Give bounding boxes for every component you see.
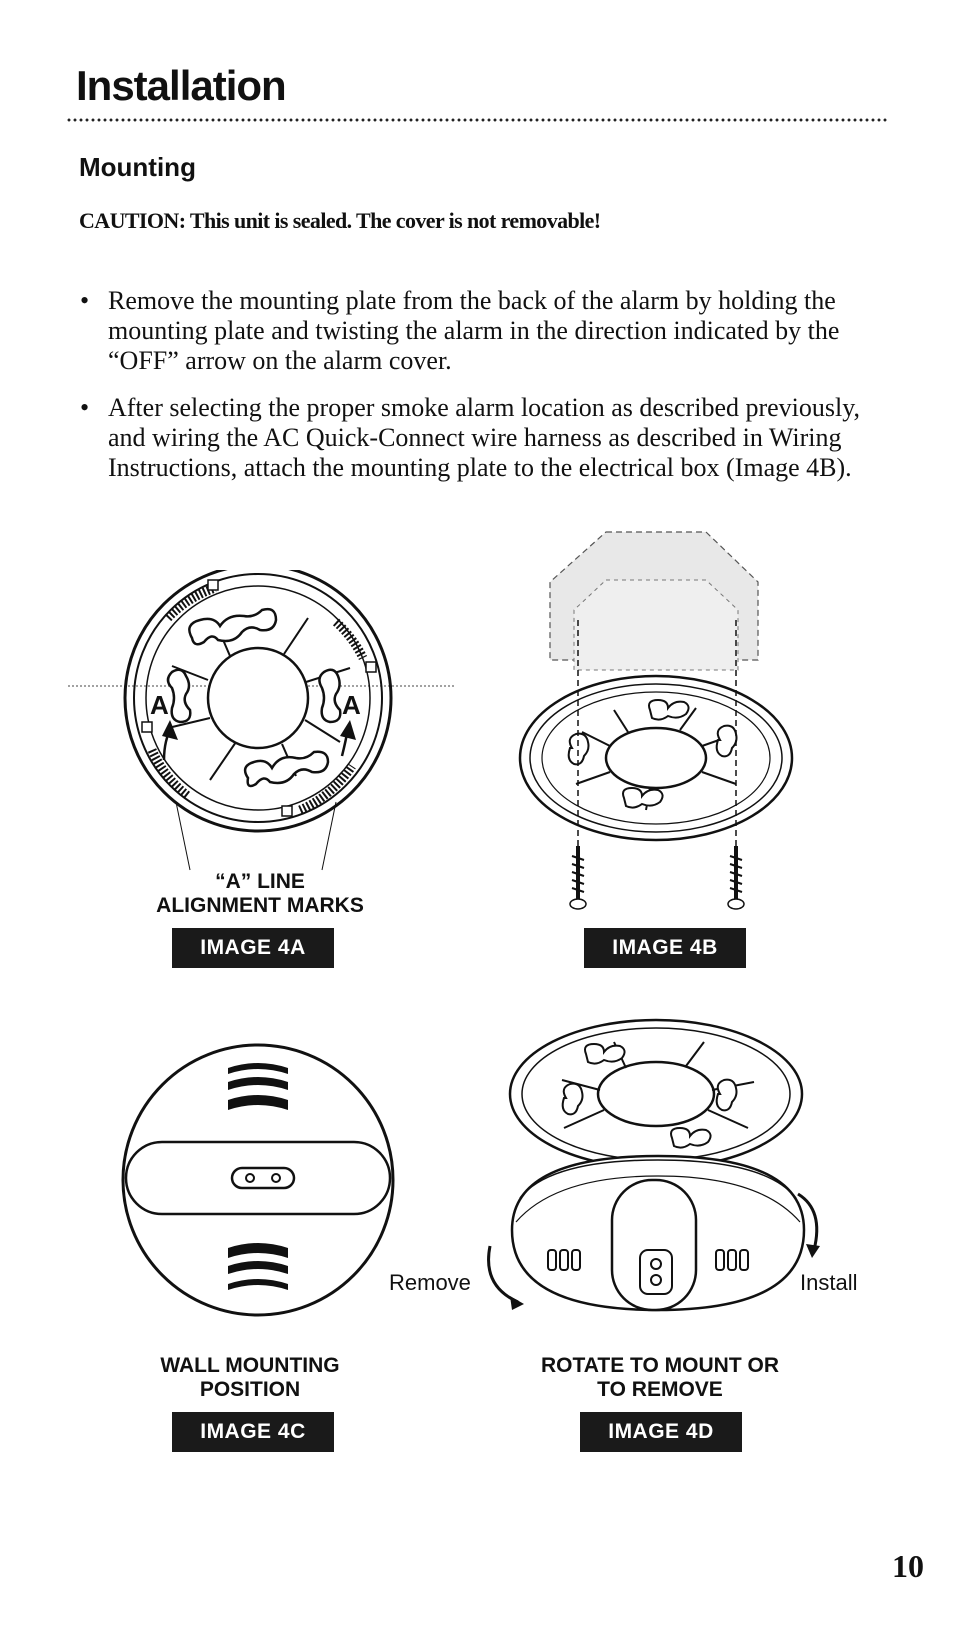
rotate-mount-diagram: [487, 1018, 820, 1312]
plate-electrical-box-diagram: [518, 531, 794, 910]
wall-mounting-diagram: [121, 1043, 395, 1317]
bullet-marker: •: [80, 393, 90, 422]
figure-caption: ROTATE TO MOUNT OR TO REMOVE: [520, 1354, 800, 1402]
figure-label: IMAGE 4A: [172, 928, 334, 968]
instruction-text: After selecting the proper smoke alarm l…: [108, 393, 861, 452]
remove-direction-label: Remove: [389, 1270, 471, 1295]
figure-caption: “A” LINE ALIGNMENT MARKS: [130, 870, 390, 918]
page-title: Installation: [76, 62, 287, 109]
bullet-marker: •: [80, 286, 90, 315]
figure-label: IMAGE 4C: [172, 1412, 334, 1452]
caption-line: WALL MOUNTING: [160, 1354, 340, 1377]
caption-line: POSITION: [199, 1378, 301, 1401]
instruction-text: Remove the mounting plate from the back …: [108, 286, 840, 375]
figure-caption: WALL MOUNTING POSITION: [120, 1354, 380, 1402]
install-direction-label: Install: [800, 1270, 858, 1295]
figure-label: IMAGE 4B: [584, 928, 746, 968]
instruction-text: , attach the mounting plate to the elect…: [230, 453, 852, 482]
caution-note: CAUTION: This unit is sealed. The cover …: [79, 208, 601, 233]
mounting-plate-alignment-diagram: A A: [68, 570, 454, 871]
page-number: 10: [892, 1548, 924, 1584]
caption-line: ALIGNMENT MARKS: [156, 894, 364, 917]
caption-line: ROTATE TO MOUNT OR: [541, 1354, 779, 1377]
instruction-item: • After selecting the proper smoke alarm…: [80, 393, 900, 483]
alignment-mark-letter: A: [342, 690, 361, 720]
instruction-item: • Remove the mounting plate from the bac…: [80, 286, 900, 376]
dotted-divider: [66, 118, 888, 122]
figure-label: IMAGE 4D: [580, 1412, 742, 1452]
section-heading: Mounting: [79, 152, 196, 182]
wiring-instructions-reference: Wiring Instructions: [108, 423, 842, 482]
caption-line: TO REMOVE: [597, 1378, 723, 1401]
caption-line: “A” LINE: [215, 870, 305, 893]
alignment-mark-letter: A: [150, 690, 169, 720]
instruction-list: • Remove the mounting plate from the bac…: [80, 286, 900, 500]
